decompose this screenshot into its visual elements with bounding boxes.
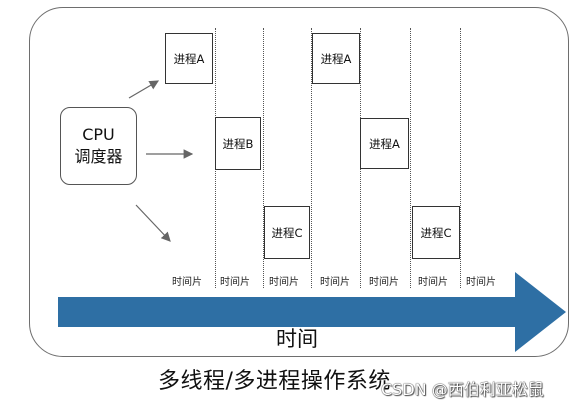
process-label: 进程A [369,136,400,151]
process-label: 进程A [173,51,205,66]
process-box: 进程C [264,206,310,259]
process-box: 进程B [215,117,261,170]
scheduler-arrow-to-process-c [135,204,171,242]
scheduler-arrow-to-process-a [128,80,160,99]
time-slice-divider [311,28,312,288]
time-slice-label: 时间片 [369,277,399,288]
scheduler-label: 调度器 [74,147,123,166]
time-slice-label: 时间片 [172,277,202,288]
timeline-arrow [58,272,566,352]
process-box: 进程C [412,206,460,259]
process-label: 进程A [320,51,352,66]
process-label: 进程C [271,225,303,240]
time-slice-label: 时间片 [418,277,448,288]
time-slice-label: 时间片 [320,277,350,288]
process-label: 进程B [222,136,254,151]
diagram-caption: 多线程/多进程操作系统 [158,369,391,394]
watermark: CSDN @西伯利亚松鼠 [381,380,544,399]
time-slice-divider [410,28,411,288]
time-slice-label: 时间片 [466,277,496,288]
time-slice-label: 时间片 [269,277,299,288]
time-axis-label: 时间 [276,327,318,351]
process-box: 进程A [360,118,409,169]
time-slice-label: 时间片 [220,277,250,288]
cpu-label: CPU [82,125,115,144]
cpu-scheduler-box: CPU 调度器 [60,107,137,185]
time-slice-divider [263,28,264,288]
process-box: 进程A [165,33,213,84]
time-slice-divider [460,28,461,288]
process-label: 进程C [420,225,452,240]
process-box: 进程A [312,33,360,84]
